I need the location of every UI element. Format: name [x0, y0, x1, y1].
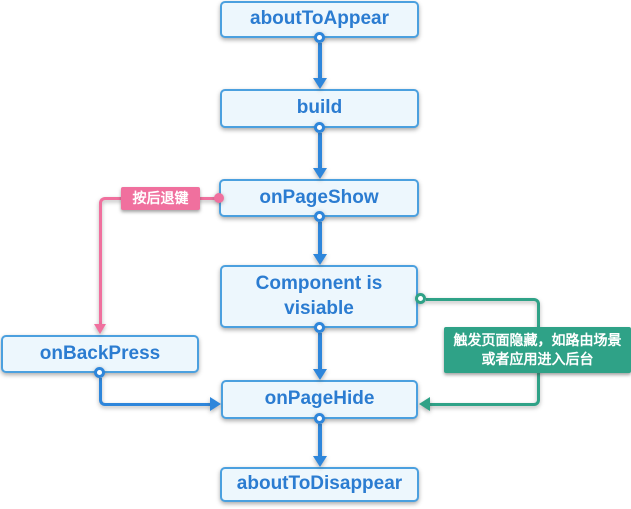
node-label: Component is visiable — [255, 272, 383, 319]
source-port-icon — [314, 413, 325, 424]
source-port-icon — [314, 322, 325, 333]
node-label: onBackPress — [39, 342, 161, 364]
arrowhead-down-icon — [313, 456, 327, 467]
arrowhead-down-icon — [313, 369, 327, 380]
source-port-icon — [415, 293, 426, 304]
arrowhead-left-icon — [419, 397, 430, 411]
node-on-page-hide: onPageHide — [221, 380, 418, 419]
node-about-to-appear: aboutToAppear — [220, 1, 419, 38]
node-component-visible: Component is visiable — [220, 265, 418, 328]
page-hide-edge-label-line1: 触发页面隐藏，如路由场景 — [453, 332, 622, 348]
flow-line — [318, 424, 322, 456]
flow-line — [318, 333, 322, 369]
node-label: onPageShow — [259, 186, 379, 208]
back-press-to-hide-line — [99, 378, 211, 406]
node-on-page-show: onPageShow — [219, 179, 419, 217]
back-edge-line — [99, 197, 219, 324]
flow-line — [318, 43, 322, 78]
arrowhead-down-icon — [313, 168, 327, 179]
back-key-edge-label: 按后退键 — [121, 187, 200, 210]
source-port-icon — [94, 367, 105, 378]
port-dot-icon — [214, 193, 224, 203]
source-port-icon — [314, 32, 325, 43]
source-port-icon — [314, 211, 325, 222]
node-label: build — [296, 97, 343, 119]
page-hide-edge-label: 触发页面隐藏，如路由场景 或者应用进入后台 — [444, 327, 631, 373]
node-label: onPageHide — [264, 388, 375, 410]
arrowhead-down-icon — [313, 254, 327, 265]
arrowhead-down-icon — [313, 78, 327, 89]
arrowhead-right-icon — [210, 397, 221, 411]
flow-line — [318, 133, 322, 168]
arrowhead-down-icon — [94, 324, 106, 334]
node-label: aboutToDisappear — [236, 473, 403, 495]
source-port-icon — [314, 122, 325, 133]
page-hide-edge-label-line2: 或者应用进入后台 — [481, 351, 594, 367]
flow-line — [318, 222, 322, 254]
node-label: aboutToAppear — [250, 8, 389, 30]
node-about-to-disappear: aboutToDisappear — [220, 467, 419, 502]
